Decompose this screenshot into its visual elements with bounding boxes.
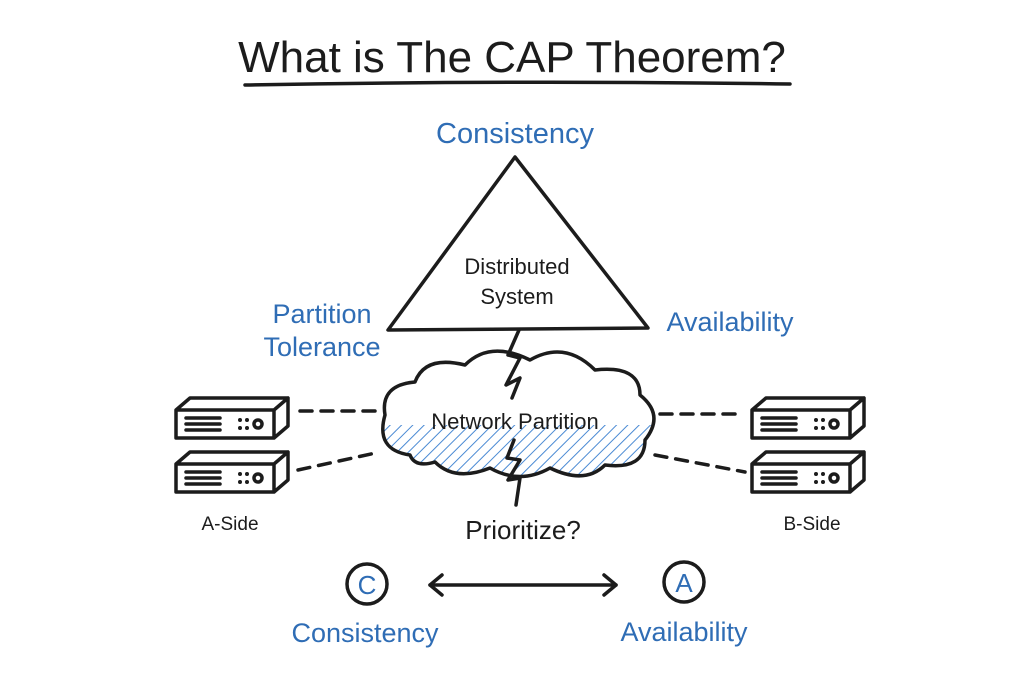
- server-icon: [750, 450, 866, 494]
- availability-vertex-label: Availability: [666, 307, 794, 337]
- distributed-system-label-1: Distributed: [464, 254, 569, 279]
- consistency-vertex-label: Consistency: [436, 118, 594, 150]
- network-partition-label: Network Partition: [431, 409, 599, 434]
- prioritize-question: Prioritize?: [465, 515, 581, 545]
- availability-choice-letter: A: [675, 568, 693, 598]
- server-icon: [174, 396, 290, 440]
- dashed-links: [296, 409, 747, 474]
- lightning-bolt-icon: [505, 438, 522, 507]
- partition-tolerance-label-2: Tolerance: [263, 332, 380, 362]
- consistency-choice-letter: C: [358, 570, 377, 600]
- availability-choice-label: Availability: [620, 617, 748, 647]
- a-side-label: A-Side: [201, 514, 258, 535]
- server-icon: [174, 450, 290, 494]
- lightning-bolt-icon: [504, 328, 522, 400]
- title-underline: [243, 80, 792, 87]
- consistency-choice-circle: [345, 562, 389, 606]
- server-icon: [750, 396, 866, 440]
- network-partition-cloud: [381, 349, 656, 479]
- double-arrow-icon: [428, 573, 618, 597]
- availability-choice-circle: [662, 560, 706, 604]
- page-title: What is The CAP Theorem?: [238, 33, 786, 82]
- consistency-choice-label: Consistency: [291, 618, 439, 648]
- b-side-label: B-Side: [783, 514, 840, 535]
- distributed-system-label-2: System: [480, 284, 553, 309]
- partition-tolerance-label-1: Partition: [272, 299, 371, 329]
